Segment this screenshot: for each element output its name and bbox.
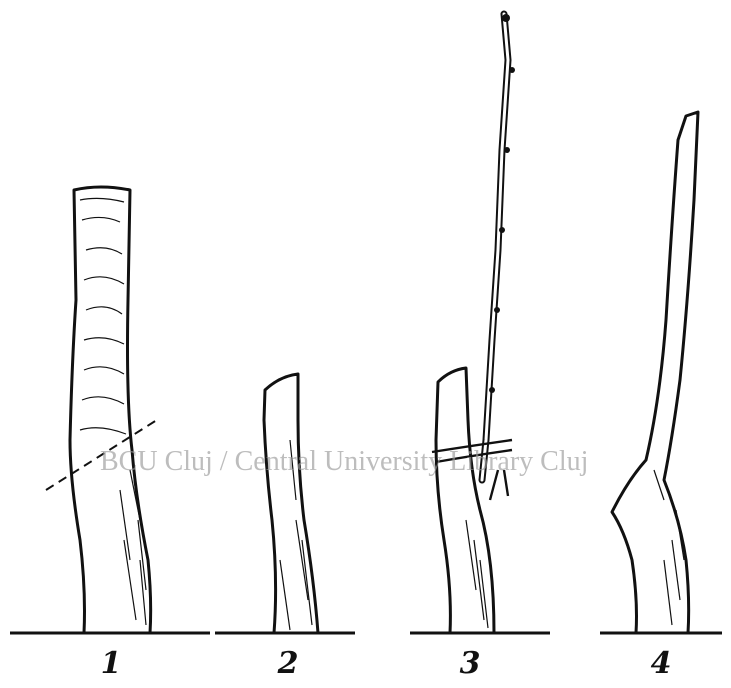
scion-shoot <box>482 14 508 480</box>
figure-number-2: 2 <box>268 646 308 681</box>
figure-number-3: 3 <box>450 646 490 681</box>
figure-number-1: 1 <box>91 646 131 681</box>
figure-2-cut-stock <box>215 374 355 633</box>
figure-number-4: 4 <box>641 646 681 681</box>
figure-1-rootstock <box>10 187 210 633</box>
figure-3-scion-tied <box>410 14 550 633</box>
figure-4-healed-graft <box>600 112 722 633</box>
